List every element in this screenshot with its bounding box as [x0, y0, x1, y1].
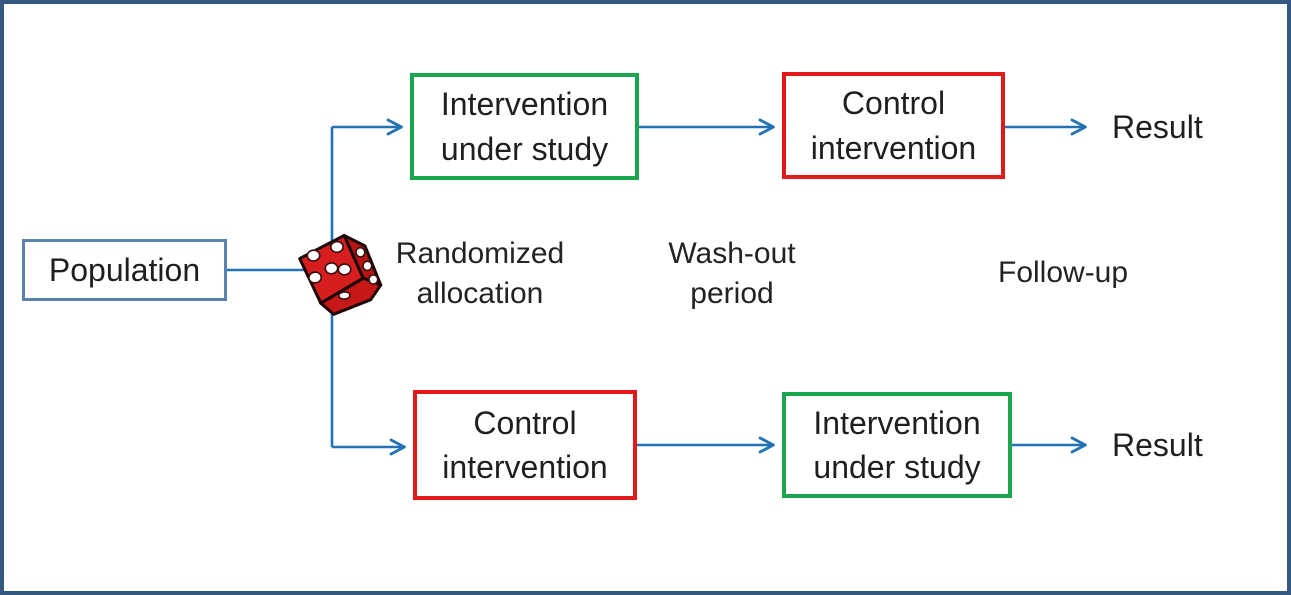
- node-bottom-control-intervention: Control intervention: [413, 390, 637, 500]
- node-label: Intervention under study: [440, 86, 609, 167]
- node-top-control-intervention: Control intervention: [782, 72, 1005, 179]
- result-bottom-label: Result: [1112, 427, 1203, 463]
- washout-period-label: Wash-out period: [668, 237, 796, 310]
- dice-icon: [298, 233, 383, 316]
- randomized-allocation-label: Randomized allocation: [395, 237, 565, 310]
- node-top-intervention-under-study: Intervention under study: [410, 73, 639, 180]
- node-bottom-intervention-under-study: Intervention under study: [782, 392, 1012, 498]
- result-top-label: Result: [1112, 109, 1203, 145]
- node-label: Intervention under study: [813, 404, 981, 485]
- follow-up-label: Follow-up: [998, 256, 1129, 289]
- node-label: Control intervention: [810, 85, 977, 166]
- node-label: Control intervention: [442, 404, 608, 485]
- node-label: Population: [48, 251, 201, 288]
- node-population: Population: [22, 239, 227, 301]
